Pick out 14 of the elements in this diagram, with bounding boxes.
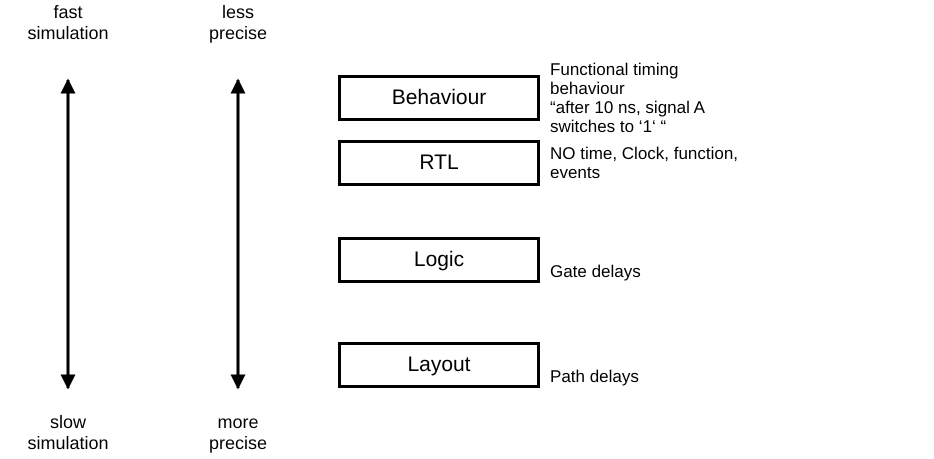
- level-note: Path delays: [550, 367, 640, 386]
- level-box: Logic: [338, 237, 540, 283]
- level-note: Gate delays: [550, 262, 642, 281]
- level-box: Layout: [338, 342, 540, 388]
- level-note: NO time, Clock, function, events: [550, 144, 740, 182]
- level-box: Behaviour: [338, 75, 540, 121]
- axis-end-label: fast simulation: [18, 2, 118, 44]
- axis-end-label: less precise: [193, 2, 283, 44]
- double-arrow: [230, 78, 246, 390]
- double-arrow: [60, 78, 76, 390]
- level-note: Functional timing behaviour “after 10 ns, signal A switches to ‘1‘ “: [550, 60, 706, 136]
- axis-end-label: slow simulation: [18, 412, 118, 454]
- level-box: RTL: [338, 140, 540, 186]
- axis-end-label: more precise: [193, 412, 283, 454]
